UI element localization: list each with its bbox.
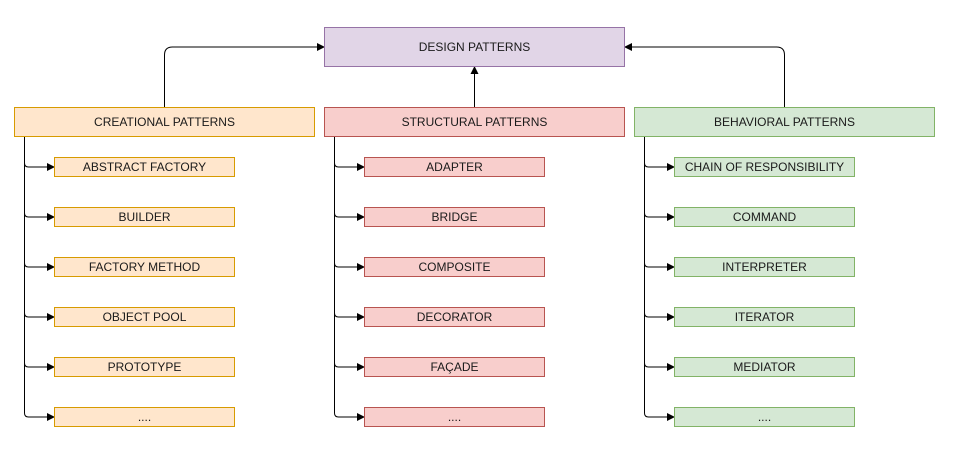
pattern-adapter: ADAPTER [364, 157, 545, 177]
connector-creational-item-3 [24, 137, 55, 271]
pattern-label: .... [757, 410, 772, 424]
connector-creational-item-4 [24, 137, 55, 321]
pattern-interpreter: INTERPRETER [674, 257, 855, 277]
pattern-label: .... [137, 410, 152, 424]
pattern-iterator: ITERATOR [674, 307, 855, 327]
connector-structural-item-4 [334, 137, 365, 321]
pattern-label: .... [447, 410, 462, 424]
connector-structural-item-5 [334, 137, 365, 371]
pattern-abstract-factory: ABSTRACT FACTORY [54, 157, 235, 177]
category-structural: STRUCTURAL PATTERNS [324, 107, 625, 137]
category-creational-label: CREATIONAL PATTERNS [94, 115, 235, 129]
connector-structural-item-2 [334, 137, 365, 221]
pattern-chain-of-responsibility: CHAIN OF RESPONSIBILITY [674, 157, 855, 177]
connector-creational-item-6 [24, 137, 55, 421]
pattern-label: DECORATOR [416, 310, 493, 324]
connector-creational-item-1 [24, 137, 55, 171]
connector-behavioral-item-2 [644, 137, 675, 221]
connector-structural-item-6 [334, 137, 365, 421]
category-behavioral-label: BEHAVIORAL PATTERNS [714, 115, 855, 129]
pattern-composite: COMPOSITE [364, 257, 545, 277]
root-label: DESIGN PATTERNS [418, 40, 531, 54]
pattern-builder: BUILDER [54, 207, 235, 227]
pattern-more-structural: .... [364, 407, 545, 427]
root-node-design-patterns: DESIGN PATTERNS [324, 27, 625, 67]
category-creational: CREATIONAL PATTERNS [14, 107, 315, 137]
connector-behavioral-item-3 [644, 137, 675, 271]
pattern-label: PROTOTYPE [107, 360, 182, 374]
pattern-prototype: PROTOTYPE [54, 357, 235, 377]
pattern-factory-method: FACTORY METHOD [54, 257, 235, 277]
pattern-label: OBJECT POOL [102, 310, 187, 324]
connector-structural-item-3 [334, 137, 365, 271]
pattern-mediator: MEDIATOR [674, 357, 855, 377]
connector-behavioral-to-root [624, 43, 785, 107]
pattern-label: ABSTRACT FACTORY [82, 160, 207, 174]
pattern-more-creational: .... [54, 407, 235, 427]
pattern-bridge: BRIDGE [364, 207, 545, 227]
connector-structural-item-1 [334, 137, 365, 171]
pattern-label: BRIDGE [431, 210, 478, 224]
pattern-object-pool: OBJECT POOL [54, 307, 235, 327]
pattern-facade: FAÇADE [364, 357, 545, 377]
pattern-label: COMPOSITE [418, 260, 491, 274]
connector-behavioral-item-5 [644, 137, 675, 371]
category-behavioral: BEHAVIORAL PATTERNS [634, 107, 935, 137]
pattern-label: ADAPTER [426, 160, 483, 174]
pattern-label: MEDIATOR [733, 360, 796, 374]
pattern-label: COMMAND [732, 210, 797, 224]
connector-behavioral-item-1 [644, 137, 675, 171]
category-structural-label: STRUCTURAL PATTERNS [401, 115, 548, 129]
connector-creational-item-5 [24, 137, 55, 371]
connector-behavioral-item-4 [644, 137, 675, 321]
pattern-more-behavioral: .... [674, 407, 855, 427]
pattern-label: CHAIN OF RESPONSIBILITY [684, 160, 845, 174]
connector-creational-item-2 [24, 137, 55, 221]
pattern-label: FACTORY METHOD [88, 260, 201, 274]
pattern-decorator: DECORATOR [364, 307, 545, 327]
pattern-label: FAÇADE [430, 360, 479, 374]
pattern-label: ITERATOR [734, 310, 795, 324]
connector-creational-to-root [164, 43, 325, 107]
pattern-label: INTERPRETER [722, 260, 807, 274]
pattern-command: COMMAND [674, 207, 855, 227]
connector-behavioral-item-6 [644, 137, 675, 421]
pattern-label: BUILDER [118, 210, 171, 224]
